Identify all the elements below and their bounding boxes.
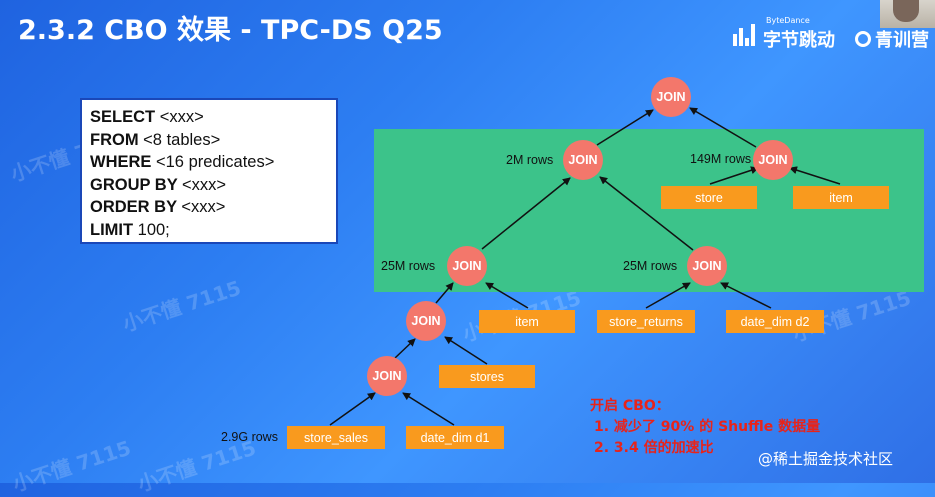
edge bbox=[596, 109, 654, 146]
credit-watermark: @稀土掘金技术社区 bbox=[758, 450, 894, 468]
brand-small-text: ByteDance bbox=[766, 16, 810, 25]
sql-line: WHERE <16 predicates> bbox=[90, 153, 275, 171]
row-count-label: 2M rows bbox=[506, 153, 554, 167]
brand-main-text: 字节跳动 bbox=[763, 30, 835, 51]
table-node-store-sales: store_sales bbox=[287, 426, 385, 449]
join-node: JOIN bbox=[406, 301, 446, 341]
slide-title: 2.3.2 CBO 效果 - TPC-DS Q25 bbox=[18, 15, 443, 46]
row-count-label: 25M rows bbox=[623, 259, 678, 273]
join-node: JOIN bbox=[563, 140, 603, 180]
join-node: JOIN bbox=[687, 246, 727, 286]
edge bbox=[444, 336, 488, 365]
join-node-root: JOIN bbox=[651, 77, 691, 117]
edge bbox=[689, 107, 757, 148]
qingxunying-logo: 青训营 bbox=[855, 26, 929, 52]
table-node-store: store bbox=[661, 186, 757, 209]
join-node: JOIN bbox=[447, 246, 487, 286]
edge bbox=[709, 166, 759, 185]
sql-line: LIMIT 100; bbox=[90, 220, 170, 239]
join-node: JOIN bbox=[753, 140, 793, 180]
edge bbox=[485, 282, 529, 309]
webcam-overlay bbox=[880, 0, 935, 28]
table-node-item: item bbox=[479, 310, 575, 333]
table-node-store-returns: store_returns bbox=[597, 310, 695, 333]
sql-line: ORDER BY <xxx> bbox=[90, 198, 226, 216]
plan-edges bbox=[329, 107, 841, 426]
qingxunying-icon bbox=[855, 31, 871, 47]
edge bbox=[394, 338, 416, 359]
result-heading: 开启 CBO： bbox=[590, 398, 670, 414]
join-node: JOIN bbox=[367, 356, 407, 396]
result-item: 1. 减少了 90% 的 Shuffle 数据量 bbox=[594, 419, 821, 435]
edge bbox=[402, 392, 455, 426]
row-count-label: 2.9G rows bbox=[221, 430, 278, 444]
sql-query-box: SELECT <xxx> FROM <8 tables> WHERE <16 p… bbox=[80, 98, 338, 244]
sql-line: GROUP BY <xxx> bbox=[90, 175, 227, 194]
edge bbox=[481, 177, 571, 250]
sql-line: FROM <8 tables> bbox=[90, 130, 221, 149]
bytedance-logo: ByteDance 字节跳动 bbox=[733, 16, 835, 52]
row-count-label: 149M rows bbox=[690, 152, 752, 166]
edge bbox=[645, 282, 691, 309]
bytedance-bars-icon bbox=[733, 24, 757, 46]
table-node-date-dim-d2: date_dim d2 bbox=[726, 310, 824, 333]
edge bbox=[435, 282, 454, 304]
result-item: 2. 3.4 倍的加速比 bbox=[594, 440, 714, 456]
table-node-stores: stores bbox=[439, 365, 535, 388]
edge bbox=[329, 392, 376, 426]
row-count-label: 25M rows bbox=[381, 259, 436, 273]
edge bbox=[599, 176, 694, 251]
brand2-text: 青训营 bbox=[875, 30, 929, 51]
edge bbox=[789, 166, 841, 185]
edge bbox=[720, 282, 772, 309]
cbo-result-text: 开启 CBO： 1. 减少了 90% 的 Shuffle 数据量 2. 3.4 … bbox=[590, 396, 820, 459]
table-node-date-dim-d1: date_dim d1 bbox=[406, 426, 504, 449]
sql-line: SELECT <xxx> bbox=[90, 108, 204, 126]
table-node-item: item bbox=[793, 186, 889, 209]
